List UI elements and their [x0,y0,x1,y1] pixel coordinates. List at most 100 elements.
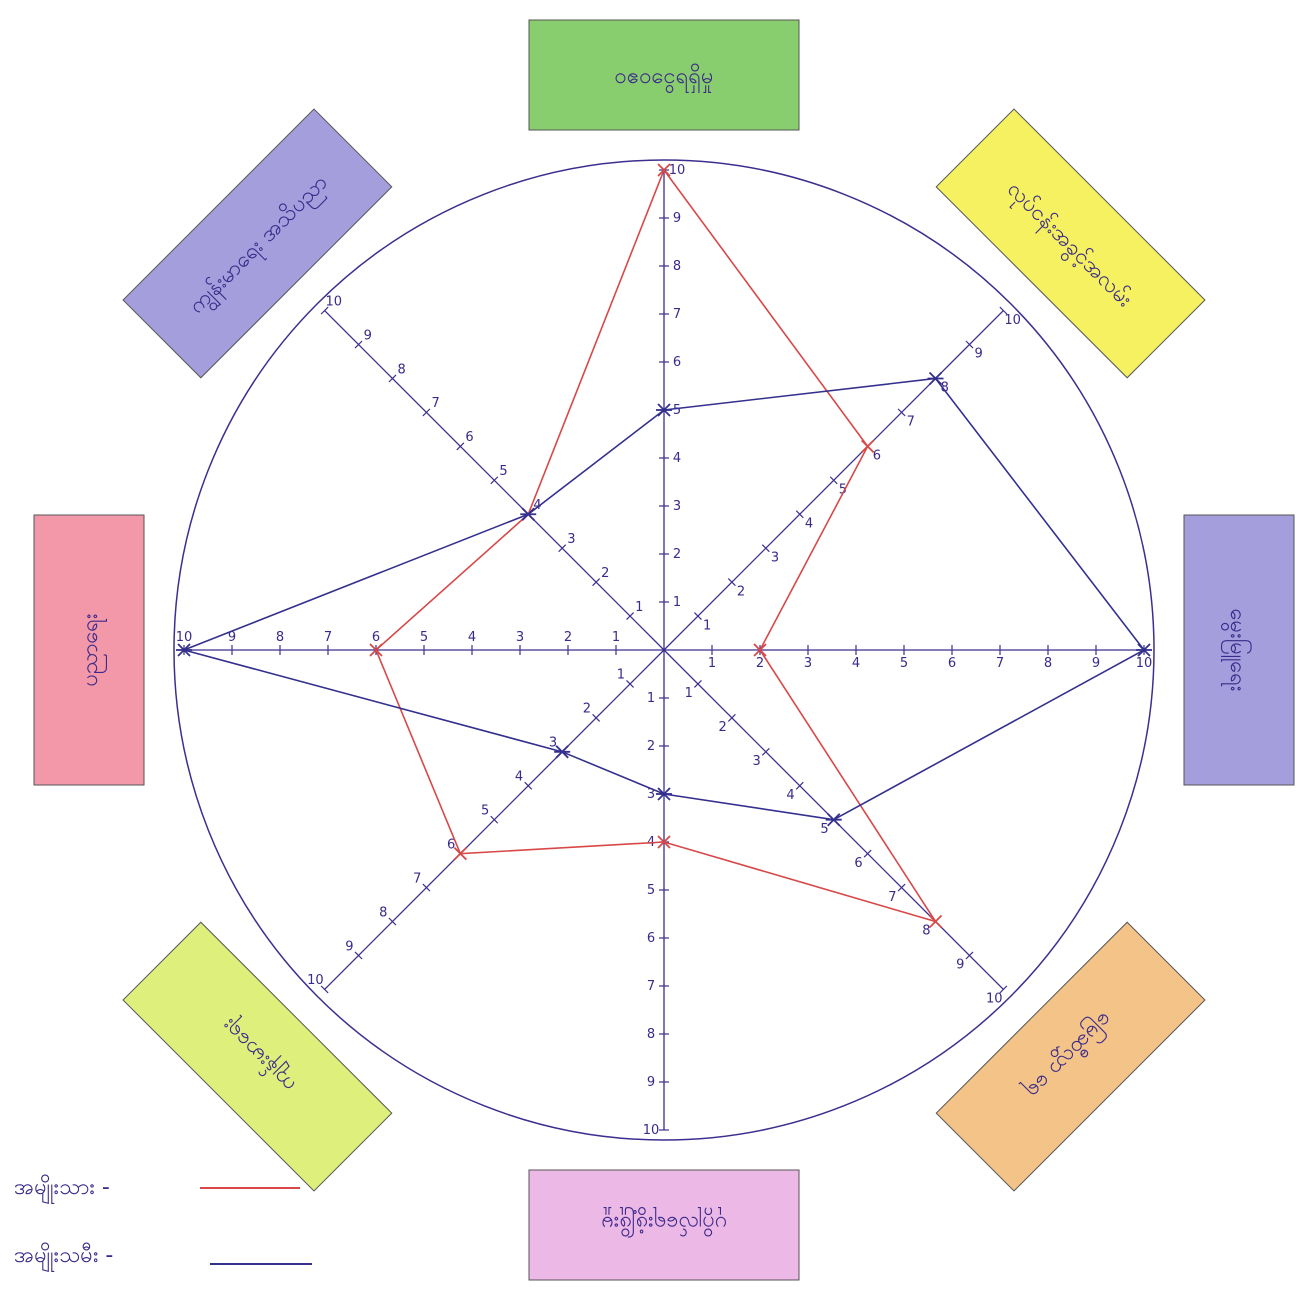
tick-label: 6 [465,430,473,445]
tick-label: 10 [643,1123,660,1138]
series-0-point-6 [369,643,383,657]
axis-label-box-2: မွေးမြူရေး [1183,514,1295,786]
tick-label: 1 [635,600,643,615]
tick-mark [795,510,804,519]
tick-label: 7 [673,307,681,322]
series-1-point-0 [656,403,672,417]
tick-label: 8 [1044,656,1052,671]
axis-label-box-bg [33,514,145,786]
tick-label: 2 [756,656,764,671]
tick-mark [490,476,499,485]
tick-label: 5 [647,883,655,898]
tick-mark [422,883,431,892]
tick-label: 7 [907,415,915,430]
axis-label-boxes: ဝဧဝငွေရရှိမှုလုပ်ငန်းအခွင့်အလမ်းမွေးမြူရ… [33,19,1295,1281]
tick-label: 2 [719,720,727,735]
tick-mark [795,781,804,790]
axis-label-box-6: ပညာရေး [33,514,145,786]
tick-label: 1 [703,618,711,633]
tick-mark [456,442,465,451]
tick-label: 9 [228,630,236,645]
tick-mark [965,951,974,960]
tick-label: 4 [533,498,541,513]
tick-label: 9 [647,1075,655,1090]
tick-label: 6 [447,837,455,852]
tick-label: 3 [516,630,524,645]
tick-label: 8 [647,1027,655,1042]
series-0-point-4 [657,835,671,849]
tick-mark [320,985,329,994]
tick-label: 9 [1092,656,1100,671]
tick-label: 1 [685,686,693,701]
tick-label: 4 [786,788,794,803]
tick-mark [965,340,974,349]
tick-label: 3 [771,550,779,565]
tick-label: 9 [975,347,983,362]
tick-label: 2 [647,739,655,754]
tick-label: 5 [900,656,908,671]
axis-label-box-bg [935,108,1206,379]
series-0-polygon [375,168,938,923]
tick-label: 1 [708,656,716,671]
tick-label: 5 [499,464,507,479]
tick-mark [863,849,872,858]
tick-mark [592,578,601,587]
tick-mark [592,713,601,722]
tick-label: 1 [647,691,655,706]
series-1-point-3 [825,813,842,827]
axis-label-box-5: ကျန်းမာရေး [122,921,393,1192]
axis-label-6: ပညာရေး [78,613,107,686]
tick-mark [354,340,363,349]
tick-label: 4 [515,770,523,785]
series-0-point-5 [453,847,467,861]
tick-label: 2 [601,566,609,581]
tick-mark [829,476,838,485]
tick-label: 7 [888,890,896,905]
outer-circle [173,159,1155,1141]
tick-label: 7 [996,656,1004,671]
tick-mark [490,815,499,824]
tick-mark [727,578,736,587]
tick-label: 8 [941,381,949,396]
tick-label: 7 [431,396,439,411]
tick-label: 4 [468,630,476,645]
tick-label: 6 [372,630,380,645]
axis-label-box-bg [935,921,1206,1192]
tick-label: 1 [617,668,625,683]
tick-label: 6 [854,856,862,871]
series-1-point-6 [176,643,192,657]
tick-label: 5 [673,403,681,418]
tick-label: 5 [820,822,828,837]
series-1-point-5 [554,745,571,759]
tick-label: 3 [804,656,812,671]
tick-label: 5 [420,630,428,645]
series-1-point-4 [656,787,672,801]
tick-label: 7 [324,630,332,645]
series-0-point-1 [861,439,875,453]
tick-label: 6 [873,449,881,464]
tick-mark [524,781,533,790]
axis-label-box-0: ဝဧဝငွေရရှိမှု [528,19,800,131]
tick-label: 2 [673,547,681,562]
tick-mark [354,951,363,960]
tick-label: 7 [413,871,421,886]
tick-label: 9 [364,328,372,343]
tick-label: 3 [673,499,681,514]
tick-label: 2 [564,630,572,645]
tick-mark [761,544,770,553]
tick-mark [626,612,635,621]
tick-label: 9 [345,939,353,954]
tick-mark [693,612,702,621]
tick-mark [693,679,702,688]
tick-label: 7 [647,979,655,994]
axis-label-box-bg [528,19,800,131]
tick-mark [388,374,397,383]
tick-label: 9 [673,211,681,226]
tick-mark [999,306,1008,315]
tick-label: 6 [673,355,681,370]
tick-label: 10 [326,294,343,309]
tick-label: 8 [398,362,406,377]
tick-label: 8 [673,259,681,274]
